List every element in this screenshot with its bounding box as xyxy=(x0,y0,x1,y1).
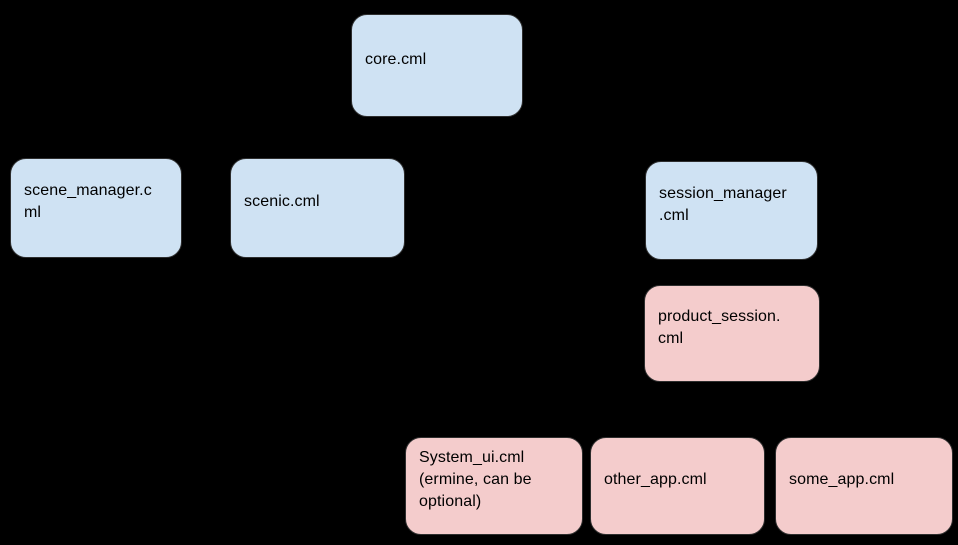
node-label: other_app.cml xyxy=(604,471,707,488)
node-scene-manager-cml: scene_manager.c ml xyxy=(10,158,182,258)
node-label: product_session. cml xyxy=(658,307,781,347)
node-some-app-cml: some_app.cml xyxy=(775,437,953,535)
node-label: session_manager .cml xyxy=(659,184,787,224)
node-label: some_app.cml xyxy=(789,471,895,488)
node-label: scene_manager.c ml xyxy=(24,182,152,221)
node-label: System_ui.cml (ermine, can be optional) xyxy=(419,449,532,510)
node-label: scenic.cml xyxy=(244,193,320,210)
node-session-manager-cml: session_manager .cml xyxy=(645,161,818,260)
node-core-cml: core.cml xyxy=(351,14,523,117)
node-label: core.cml xyxy=(365,50,427,68)
node-system-ui-cml: System_ui.cml (ermine, can be optional) xyxy=(405,437,583,535)
node-scenic-cml: scenic.cml xyxy=(230,158,405,258)
node-other-app-cml: other_app.cml xyxy=(590,437,765,535)
node-product-session-cml: product_session. cml xyxy=(644,285,820,382)
